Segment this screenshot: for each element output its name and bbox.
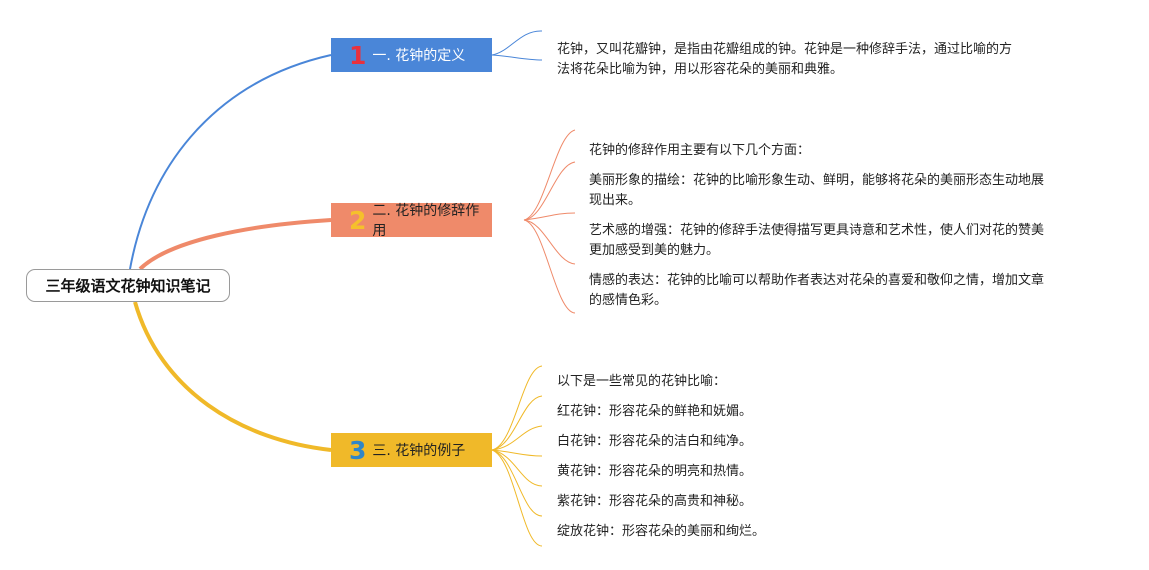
leaf-line: 艺术感的增强：花钟的修辞手法使得描写更具诗意和艺术性，使人们对花的赞美 xyxy=(589,223,1045,238)
number-2-icon: 2 xyxy=(349,205,367,235)
leaf-example-purple[interactable]: 紫花钟：形容花朵的高贵和神秘。 xyxy=(557,494,753,509)
leaf-example-bloom[interactable]: 绽放花钟：形容花朵的美丽和绚烂。 xyxy=(557,524,766,539)
branch-label: 一. 花钟的定义 xyxy=(372,48,466,64)
leaf-rhetoric-intro[interactable]: 花钟的修辞作用主要有以下几个方面： xyxy=(589,141,1099,161)
leaf-line: 现出来。 xyxy=(589,193,642,208)
branch-label: 二. 花钟的修辞作用 xyxy=(372,203,480,239)
leaf-line: 的感情色彩。 xyxy=(589,293,668,308)
leaf-example-yellow[interactable]: 黄花钟：形容花朵的明亮和热情。 xyxy=(557,464,753,479)
leaf-rhetoric-beauty[interactable]: 美丽形象的描绘：花钟的比喻形象生动、鲜明，能够将花朵的美丽形态生动地展 现出来。 xyxy=(589,171,1099,211)
leaf-line: 美丽形象的描绘：花钟的比喻形象生动、鲜明，能够将花朵的美丽形态生动地展 xyxy=(589,173,1045,188)
branch-examples[interactable]: 3 三. 花钟的例子 xyxy=(331,433,492,467)
number-1-icon: 1 xyxy=(349,40,367,70)
leaf-line: 法将花朵比喻为钟，用以形容花朵的美丽和典雅。 xyxy=(557,62,844,77)
leaf-rhetoric-art[interactable]: 艺术感的增强：花钟的修辞手法使得描写更具诗意和艺术性，使人们对花的赞美 更加感受… xyxy=(589,221,1099,261)
leaf-rhetoric-emotion[interactable]: 情感的表达：花钟的比喻可以帮助作者表达对花朵的喜爱和敬仰之情，增加文章 的感情色… xyxy=(589,271,1099,311)
root-topic[interactable]: 三年级语文花钟知识笔记 xyxy=(26,269,230,302)
leaf-example-red[interactable]: 红花钟：形容花朵的鲜艳和妩媚。 xyxy=(557,404,753,419)
branch-rhetoric[interactable]: 2 二. 花钟的修辞作用 xyxy=(331,203,492,239)
leaf-line: 情感的表达：花钟的比喻可以帮助作者表达对花朵的喜爱和敬仰之情，增加文章 xyxy=(589,273,1045,288)
leaf-line: 花钟，又叫花瓣钟，是指由花瓣组成的钟。花钟是一种修辞手法，通过比喻的方 xyxy=(557,42,1013,57)
link-root-branch1 xyxy=(129,54,332,270)
leaf-line: 更加感受到美的魅力。 xyxy=(589,243,720,258)
leaf-definition[interactable]: 花钟，又叫花瓣钟，是指由花瓣组成的钟。花钟是一种修辞手法，通过比喻的方 法将花朵… xyxy=(557,40,1057,80)
link-root-branch2 xyxy=(138,218,332,271)
branch-definition[interactable]: 1 一. 花钟的定义 xyxy=(331,38,492,72)
link-root-branch3 xyxy=(133,301,332,452)
number-3-icon: 3 xyxy=(349,435,367,465)
leaf-example-intro[interactable]: 以下是一些常见的花钟比喻： xyxy=(557,374,727,389)
leaf-line: 花钟的修辞作用主要有以下几个方面： xyxy=(589,143,811,158)
leaf-example-white[interactable]: 白花钟：形容花朵的洁白和纯净。 xyxy=(557,434,753,449)
branch-label: 三. 花钟的例子 xyxy=(372,443,466,459)
